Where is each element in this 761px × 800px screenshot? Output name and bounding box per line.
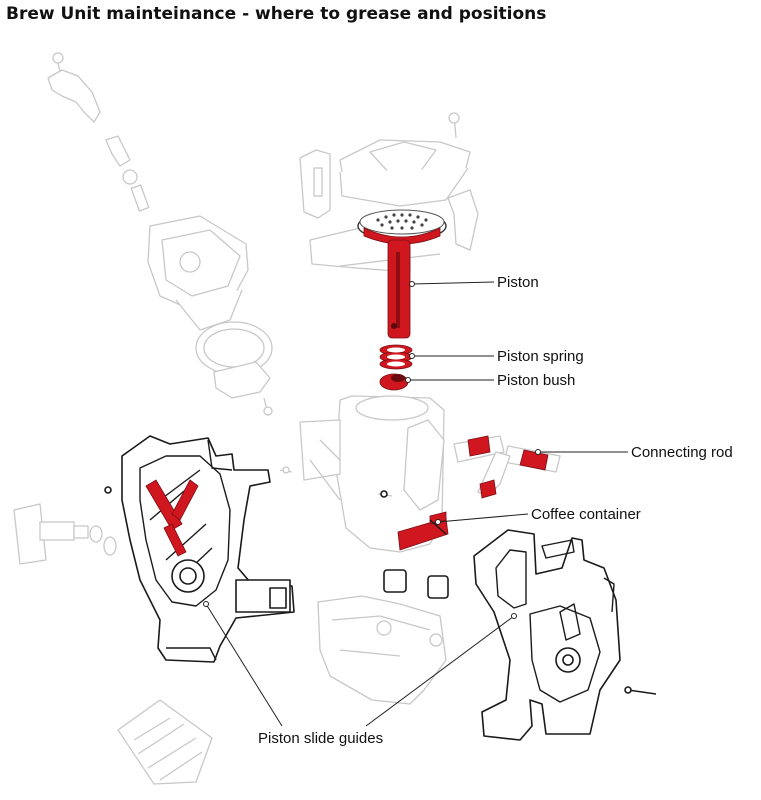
brew-chamber <box>279 395 445 553</box>
label-coffee-container: Coffee container <box>531 506 641 523</box>
page-title: Brew Unit mainteinance - where to grease… <box>6 4 547 24</box>
lower-base <box>317 595 447 705</box>
left-frame-half <box>104 435 295 663</box>
label-piston-bush: Piston bush <box>497 372 575 389</box>
small-blocks <box>383 569 449 599</box>
outlet-fitting <box>13 503 117 565</box>
right-frame-half <box>473 529 657 741</box>
piston-spring <box>379 344 413 370</box>
label-piston-spring: Piston spring <box>497 348 584 365</box>
connecting-rod <box>453 435 561 499</box>
coffee-container <box>397 511 449 551</box>
piston-bush <box>379 373 409 391</box>
upper-valve-assembly <box>47 52 273 416</box>
label-piston-slide-guides: Piston slide guides <box>258 730 383 747</box>
leader-lines <box>203 281 628 727</box>
label-piston: Piston <box>497 274 539 291</box>
piston <box>357 209 447 339</box>
drip-tray <box>117 699 213 785</box>
label-connecting-rod: Connecting rod <box>631 444 733 461</box>
funnel-housing <box>299 112 479 273</box>
